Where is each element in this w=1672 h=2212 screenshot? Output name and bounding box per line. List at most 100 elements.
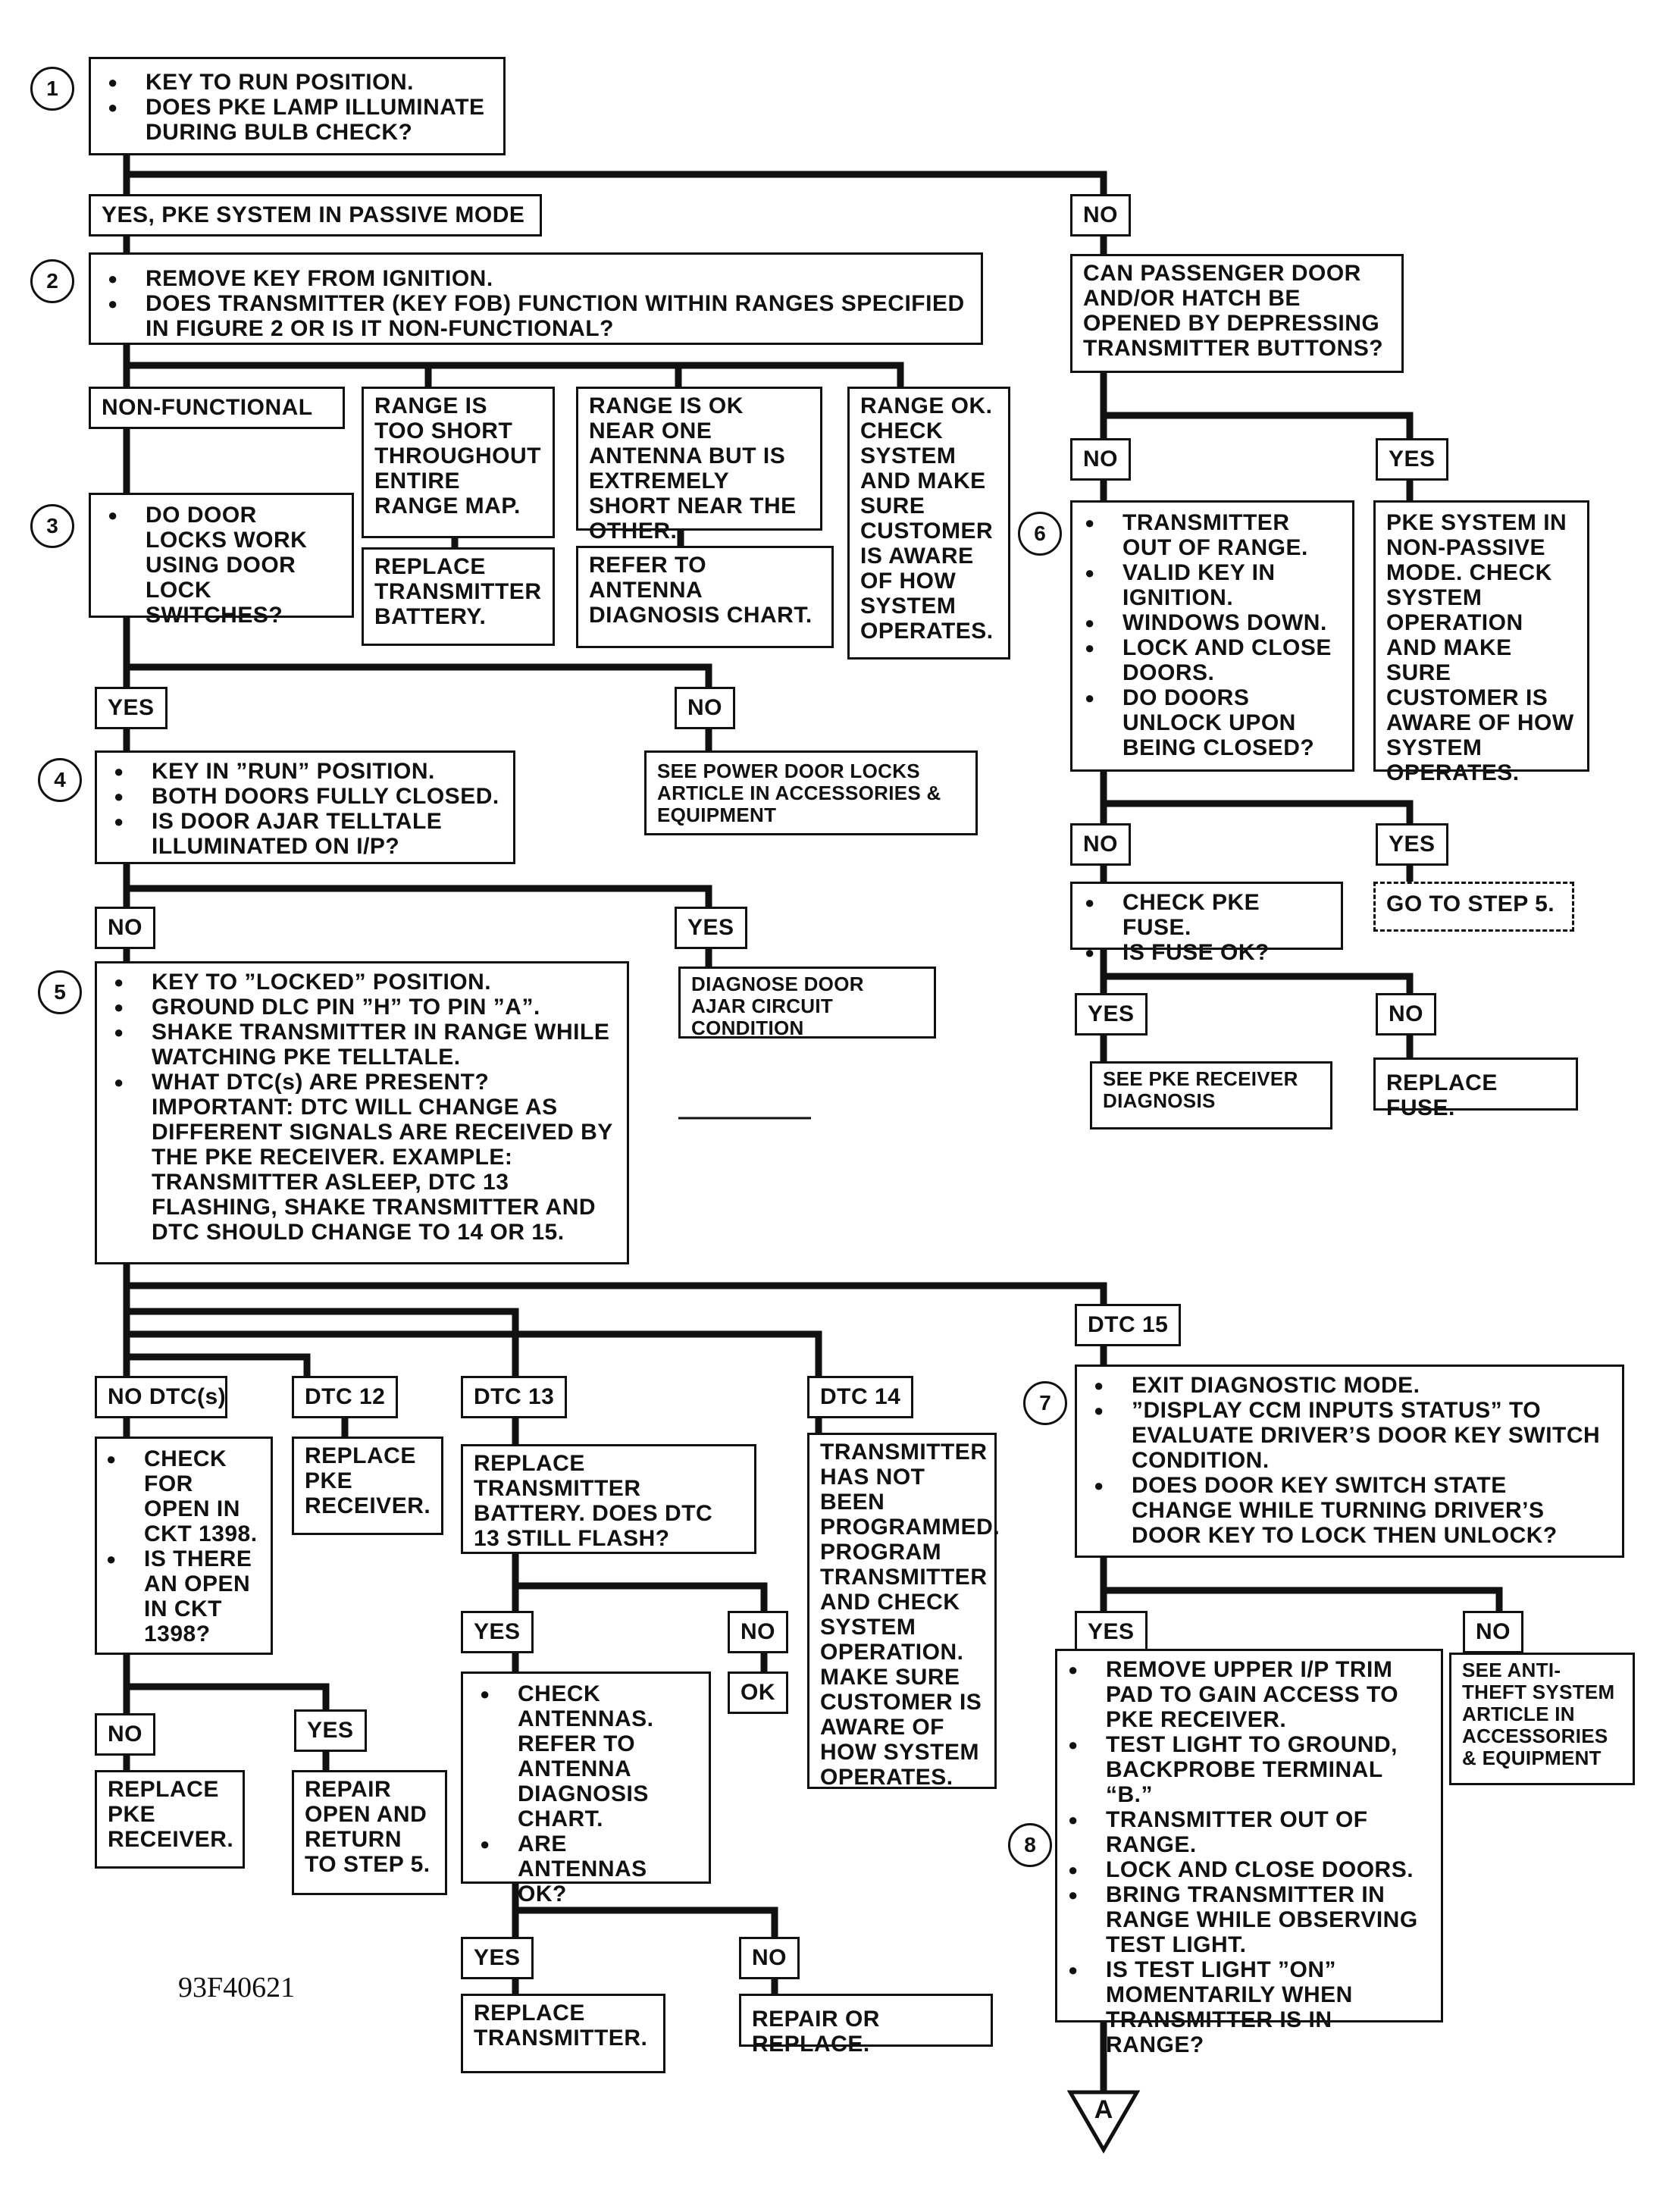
step-4-no-label: NO — [95, 907, 155, 949]
step-4-item: IS DOOR AJAR TELLTALE ILLUMINATED ON I/P… — [108, 809, 503, 859]
step-6-item: LOCK AND CLOSE DOORS. — [1079, 635, 1342, 685]
ckt-no-label: NO — [95, 1713, 155, 1756]
step-7-no-label: NO — [1463, 1611, 1523, 1653]
repair-open-box: REPAIR OPEN AND RETURN TO STEP 5. — [292, 1770, 447, 1895]
step-3-no-label: NO — [675, 687, 735, 729]
dtc-15-label: DTC 15 — [1075, 1304, 1182, 1346]
range-too-short-box: RANGE IS TOO SHORT THROUGHOUT ENTIRE RAN… — [362, 387, 555, 538]
step-7-number: 7 — [1023, 1381, 1067, 1425]
dtc-14-label: DTC 14 — [807, 1376, 914, 1418]
step-8-item: TEST LIGHT TO GROUND, BACKPROBE TERMINAL… — [1062, 1732, 1430, 1807]
step-1-item: DOES PKE LAMP ILLUMINATE DURING BULB CHE… — [102, 95, 493, 145]
check-antennas-item: CHECK ANTENNAS. REFER TO ANTENNA DIAGNOS… — [474, 1681, 698, 1831]
step-4-box: KEY IN ”RUN” POSITION. BOTH DOORS FULLY … — [95, 750, 515, 864]
check-antennas-item: ARE ANTENNAS OK? — [474, 1831, 698, 1907]
range-ok-box: RANGE OK. CHECK SYSTEM AND MAKE SURE CUS… — [847, 387, 1010, 660]
step-8-item: LOCK AND CLOSE DOORS. — [1062, 1857, 1430, 1882]
step-8-item: BRING TRANSMITTER IN RANGE WHILE OBSERVI… — [1062, 1882, 1430, 1957]
step-5-item: WHAT DTC(s) ARE PRESENT? — [108, 1070, 616, 1095]
step-6-item: VALID KEY IN IGNITION. — [1079, 560, 1342, 610]
step-5-box: KEY TO ”LOCKED” POSITION. GROUND DLC PIN… — [95, 961, 629, 1264]
step-6-item: DO DOORS UNLOCK UPON BEING CLOSED? — [1079, 685, 1342, 760]
step-4-yes-label: YES — [675, 907, 747, 949]
step-6-box: TRANSMITTER OUT OF RANGE. VALID KEY IN I… — [1070, 500, 1354, 772]
step-1-yes-label: YES, PKE SYSTEM IN PASSIVE MODE — [89, 194, 542, 237]
step-1-box: KEY TO RUN POSITION. DOES PKE LAMP ILLUM… — [89, 57, 506, 155]
dtc13-no-label: NO — [728, 1611, 788, 1653]
check-open-ckt-box: CHECK FOR OPEN IN CKT 1398. IS THERE AN … — [95, 1437, 273, 1655]
step-7-item: DOES DOOR KEY SWITCH STATE CHANGE WHILE … — [1088, 1473, 1611, 1548]
step-6-yes-label: YES — [1376, 823, 1448, 866]
step-4-number: 4 — [38, 758, 82, 802]
step-2-number: 2 — [30, 259, 74, 303]
antennas-yes-label: YES — [461, 1937, 534, 1979]
step-7-yes-label: YES — [1075, 1611, 1148, 1653]
no-dtc-label: NO DTC(s) — [95, 1376, 227, 1418]
power-door-locks-box: SEE POWER DOOR LOCKS ARTICLE IN ACCESSOR… — [644, 750, 978, 835]
connector-triangle — [1066, 2090, 1141, 2154]
step-2-item: DOES TRANSMITTER (KEY FOB) FUNCTION WITH… — [102, 291, 970, 341]
refer-antenna-chart-box: REFER TO ANTENNA DIAGNOSIS CHART. — [576, 546, 834, 648]
replace-battery-dtc13-box: REPLACE TRANSMITTER BATTERY. DOES DTC 13… — [461, 1444, 756, 1554]
step-5-note: IMPORTANT: DTC WILL CHANGE AS DIFFERENT … — [152, 1095, 613, 1245]
step-8-item: IS TEST LIGHT ”ON” MOMENTARILY WHEN TRAN… — [1062, 1957, 1430, 2057]
step-6-item: WINDOWS DOWN. — [1079, 610, 1342, 635]
non-functional-label: NON-FUNCTIONAL — [89, 387, 345, 429]
step-1-number: 1 — [30, 67, 74, 111]
replace-pke-receiver-box: REPLACE PKE RECEIVER. — [95, 1770, 245, 1869]
not-programmed-box: TRANSMITTER HAS NOT BEEN PROGRAMMED. PRO… — [807, 1433, 1000, 1790]
step-2-item: REMOVE KEY FROM IGNITION. — [102, 266, 970, 291]
dtc-12-label: DTC 12 — [292, 1376, 399, 1418]
step-3-number: 3 — [30, 504, 74, 548]
step-5-item: GROUND DLC PIN ”H” TO PIN ”A”. — [108, 995, 616, 1020]
figure-reference: 93F40621 — [178, 1972, 296, 2004]
connector-a-label: A — [1094, 2095, 1113, 2124]
step-8-item: REMOVE UPPER I/P TRIM PAD TO GAIN ACCESS… — [1062, 1657, 1430, 1732]
replace-transmitter-box: REPLACE TRANSMITTER. — [461, 1994, 665, 2073]
step-1-no-label: NO — [1070, 194, 1131, 237]
check-fuse-item: IS FUSE OK? — [1079, 940, 1330, 965]
step-3-box: DO DOOR LOCKS WORK USING DOOR LOCK SWITC… — [89, 493, 354, 628]
door-yes-label: YES — [1376, 438, 1448, 481]
check-fuse-item: CHECK PKE FUSE. — [1079, 890, 1330, 940]
replace-fuse-box: REPLACE FUSE. — [1373, 1057, 1578, 1120]
step-5-number: 5 — [38, 970, 82, 1014]
anti-theft-box: SEE ANTI-THEFT SYSTEM ARTICLE IN ACCESSO… — [1449, 1653, 1635, 1785]
step-6-number: 6 — [1018, 512, 1062, 556]
step-3-item: DO DOOR LOCKS WORK USING DOOR LOCK SWITC… — [102, 503, 341, 628]
dtc13-yes-label: YES — [461, 1611, 534, 1653]
step-7-box: EXIT DIAGNOSTIC MODE. ”DISPLAY CCM INPUT… — [1075, 1364, 1624, 1558]
antennas-no-label: NO — [739, 1937, 800, 1979]
ckt-yes-label: YES — [294, 1709, 367, 1752]
step-7-item: EXIT DIAGNOSTIC MODE. — [1088, 1373, 1611, 1398]
door-question-box: CAN PASSENGER DOOR AND/OR HATCH BE OPENE… — [1070, 254, 1404, 373]
go-to-step-5-box: GO TO STEP 5. — [1373, 882, 1574, 932]
step-4-item: KEY IN ”RUN” POSITION. — [108, 759, 503, 784]
fuse-no-label: NO — [1376, 993, 1436, 1036]
replace-pke-receiver-dtc12-box: REPLACE PKE RECEIVER. — [292, 1437, 443, 1535]
step-3-yes-label: YES — [95, 687, 168, 729]
dtc-13-label: DTC 13 — [461, 1376, 568, 1418]
step-1-item: KEY TO RUN POSITION. — [102, 70, 493, 95]
check-open-item: IS THERE AN OPEN IN CKT 1398? — [100, 1546, 260, 1646]
step-6-item: TRANSMITTER OUT OF RANGE. — [1079, 510, 1342, 560]
pke-receiver-diagnosis-box: SEE PKE RECEIVER DIAGNOSIS — [1090, 1061, 1332, 1129]
step-5-item: SHAKE TRANSMITTER IN RANGE WHILE WATCHIN… — [108, 1020, 616, 1070]
replace-battery-box: REPLACE TRANSMITTER BATTERY. — [362, 547, 555, 646]
step-5-item: KEY TO ”LOCKED” POSITION. — [108, 970, 616, 995]
step-7-item: ”DISPLAY CCM INPUTS STATUS” TO EVALUATE … — [1088, 1398, 1611, 1473]
step-8-item: TRANSMITTER OUT OF RANGE. — [1062, 1807, 1430, 1857]
door-no-label: NO — [1070, 438, 1131, 481]
diagnose-door-ajar-box: DIAGNOSE DOOR AJAR CIRCUIT CONDITION — [678, 967, 936, 1039]
repair-or-replace-box: REPAIR OR REPLACE. — [739, 1994, 993, 2057]
check-open-item: CHECK FOR OPEN IN CKT 1398. — [100, 1446, 260, 1546]
fuse-yes-label: YES — [1075, 993, 1148, 1036]
range-one-antenna-box: RANGE IS OK NEAR ONE ANTENNA BUT IS EXTR… — [576, 387, 822, 544]
step-8-number: 8 — [1008, 1823, 1052, 1867]
ok-box: OK — [728, 1672, 788, 1714]
step-6-no-label: NO — [1070, 823, 1131, 866]
check-fuse-box: CHECK PKE FUSE. IS FUSE OK? — [1070, 882, 1343, 965]
step-2-box: REMOVE KEY FROM IGNITION. DOES TRANSMITT… — [89, 252, 983, 345]
check-antennas-box: CHECK ANTENNAS. REFER TO ANTENNA DIAGNOS… — [461, 1672, 711, 1907]
